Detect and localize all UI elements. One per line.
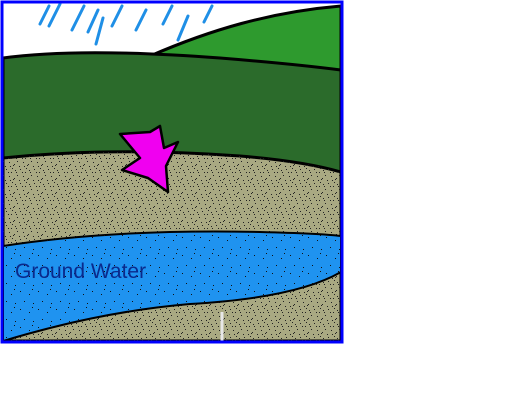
ground-water-label: Ground Water bbox=[15, 260, 146, 283]
grass-field bbox=[3, 51, 341, 182]
diagram-frame bbox=[0, 0, 344, 344]
infiltration-arrow-icon bbox=[118, 124, 180, 194]
